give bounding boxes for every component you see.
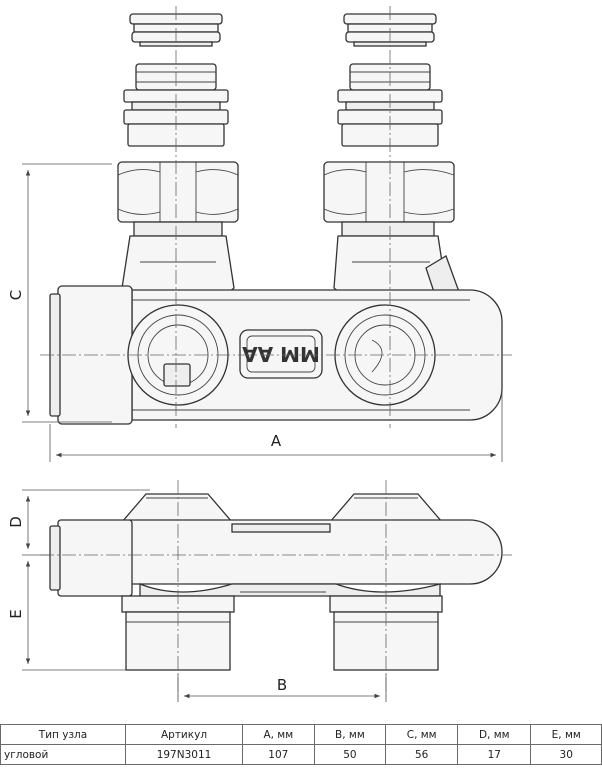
cell-d: 17	[457, 744, 532, 765]
bottom-view: D E B	[7, 480, 512, 702]
left-fitting	[117, 13, 239, 305]
cell-c: 56	[385, 744, 459, 765]
dimension-d: D	[7, 489, 150, 556]
dimension-e: E	[7, 561, 126, 671]
cell-node-type: угловой	[0, 744, 126, 765]
header-c: C, мм	[385, 724, 459, 745]
dimension-b-label: B	[277, 676, 287, 694]
cell-a: 107	[242, 744, 315, 765]
header-node-type: Тип узла	[0, 724, 126, 745]
technical-drawing: MM AA C A	[7, 6, 512, 702]
dimension-b: B	[177, 674, 387, 702]
dimension-c: C	[7, 163, 112, 423]
header-e: E, мм	[530, 724, 602, 745]
header-a: A, мм	[242, 724, 315, 745]
cell-article: 197N3011	[125, 744, 243, 765]
cell-e: 30	[530, 744, 602, 765]
header-article: Артикул	[125, 724, 243, 745]
front-view: MM AA C A	[7, 6, 512, 462]
table-row: угловой 197N3011 107 50 56 17 30	[0, 744, 602, 765]
body-marking: MM AA	[242, 342, 320, 366]
dimension-a-label: A	[271, 432, 282, 450]
right-fitting	[323, 13, 463, 318]
dimension-e-label: E	[7, 609, 25, 618]
table-header-row: Тип узла Артикул A, мм B, мм C, мм D, мм…	[0, 724, 602, 745]
cell-b: 50	[313, 744, 387, 765]
dimension-c-label: C	[7, 290, 25, 300]
dimension-a: A	[49, 392, 503, 462]
spec-table: Тип узла Артикул A, мм B, мм C, мм D, мм…	[0, 724, 602, 765]
header-d: D, мм	[457, 724, 532, 745]
dimension-d-label: D	[7, 516, 25, 528]
header-b: B, мм	[313, 724, 387, 745]
